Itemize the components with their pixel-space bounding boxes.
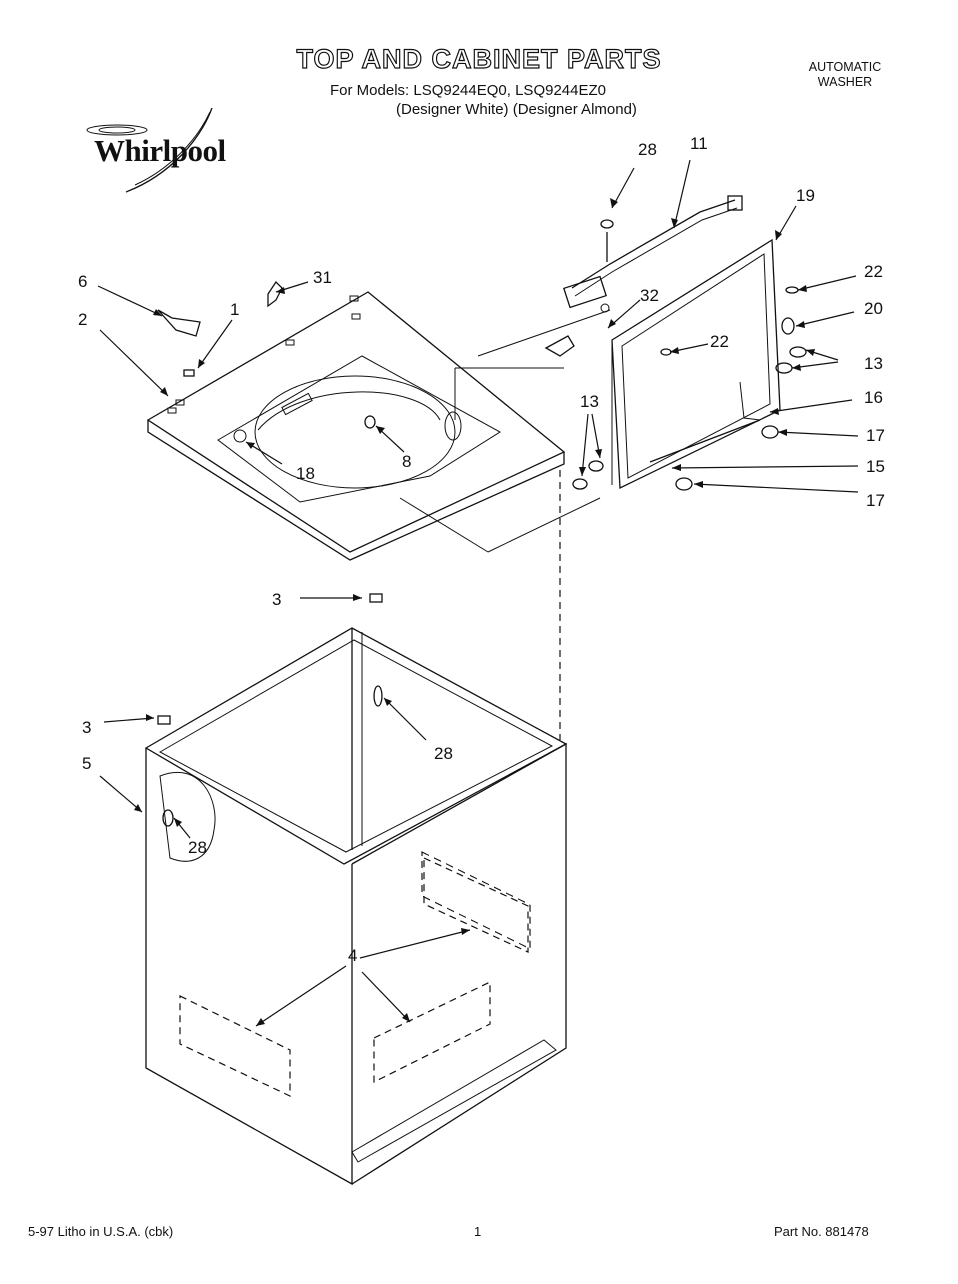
callout-19: 19 xyxy=(796,186,815,205)
footer-page-number: 1 xyxy=(474,1224,482,1239)
callout-20: 20 xyxy=(864,299,883,318)
washer-cabinet xyxy=(144,593,568,1186)
bumper-part-2 xyxy=(785,286,799,294)
leader-line-switch xyxy=(477,309,611,357)
callout-32: 32 xyxy=(640,286,659,305)
bracket-part xyxy=(267,280,283,308)
callout-11: 11 xyxy=(690,134,708,153)
brand-logo-text: Whirlpool xyxy=(94,133,226,168)
callout-15: 15 xyxy=(866,457,885,476)
callout-5: 5 xyxy=(82,754,92,773)
callout-6: 6 xyxy=(78,272,88,291)
clip-part xyxy=(157,309,201,337)
callout-arrows xyxy=(97,159,859,1027)
callout-22-right: 22 xyxy=(864,262,883,281)
screw-part-3 xyxy=(588,460,604,472)
hinge-pin-part-2 xyxy=(675,477,693,491)
callout-28-left: 28 xyxy=(188,838,207,857)
hinge-part xyxy=(781,317,795,335)
bumper-part xyxy=(660,348,672,356)
product-type: AUTOMATIC WASHER xyxy=(790,60,900,90)
page-title: TOP AND CABINET PARTS xyxy=(296,43,662,74)
washer-top-panel xyxy=(146,291,566,561)
footer-part-number: Part No. 881478 xyxy=(774,1224,869,1239)
hinge-rod xyxy=(649,419,761,463)
callout-31: 31 xyxy=(313,268,332,287)
callout-22-inner: 22 xyxy=(710,332,729,351)
callout-1: 1 xyxy=(230,300,240,319)
leader-line-frame xyxy=(487,497,601,553)
variants-line: (Designer White) (Designer Almond) xyxy=(396,101,637,118)
product-type-line2: WASHER xyxy=(817,75,873,89)
callout-17-upper: 17 xyxy=(866,426,885,445)
retainer-part xyxy=(183,369,195,377)
callout-4: 4 xyxy=(348,946,358,965)
leader-line-top-lower xyxy=(399,497,489,553)
callout-13-right: 13 xyxy=(864,354,883,373)
models-line: For Models: LSQ9244EQ0, LSQ9244EZ0 xyxy=(330,82,606,99)
callout-18: 18 xyxy=(296,464,315,483)
callout-3-upper: 3 xyxy=(272,590,282,609)
hinge-pin-part xyxy=(761,425,779,439)
product-type-line1: AUTOMATIC xyxy=(808,60,882,74)
callout-3-lower: 3 xyxy=(82,718,92,737)
footer-print-info: 5-97 Litho in U.S.A. (cbk) xyxy=(28,1224,174,1239)
lid-frame xyxy=(611,238,781,490)
callout-28-top: 28 xyxy=(638,140,657,159)
lid-bumper-part xyxy=(544,335,575,357)
callout-13-left: 13 xyxy=(580,392,599,411)
callout-28-mid: 28 xyxy=(434,744,453,763)
screw-part-4 xyxy=(572,478,588,490)
callout-8: 8 xyxy=(402,452,412,471)
callout-2: 2 xyxy=(78,310,88,329)
screw-part xyxy=(789,346,807,358)
hinge-rod-2 xyxy=(739,381,761,421)
callout-16: 16 xyxy=(864,388,883,407)
callout-17-lower: 17 xyxy=(866,491,885,510)
lid-switch-harness xyxy=(563,195,743,313)
